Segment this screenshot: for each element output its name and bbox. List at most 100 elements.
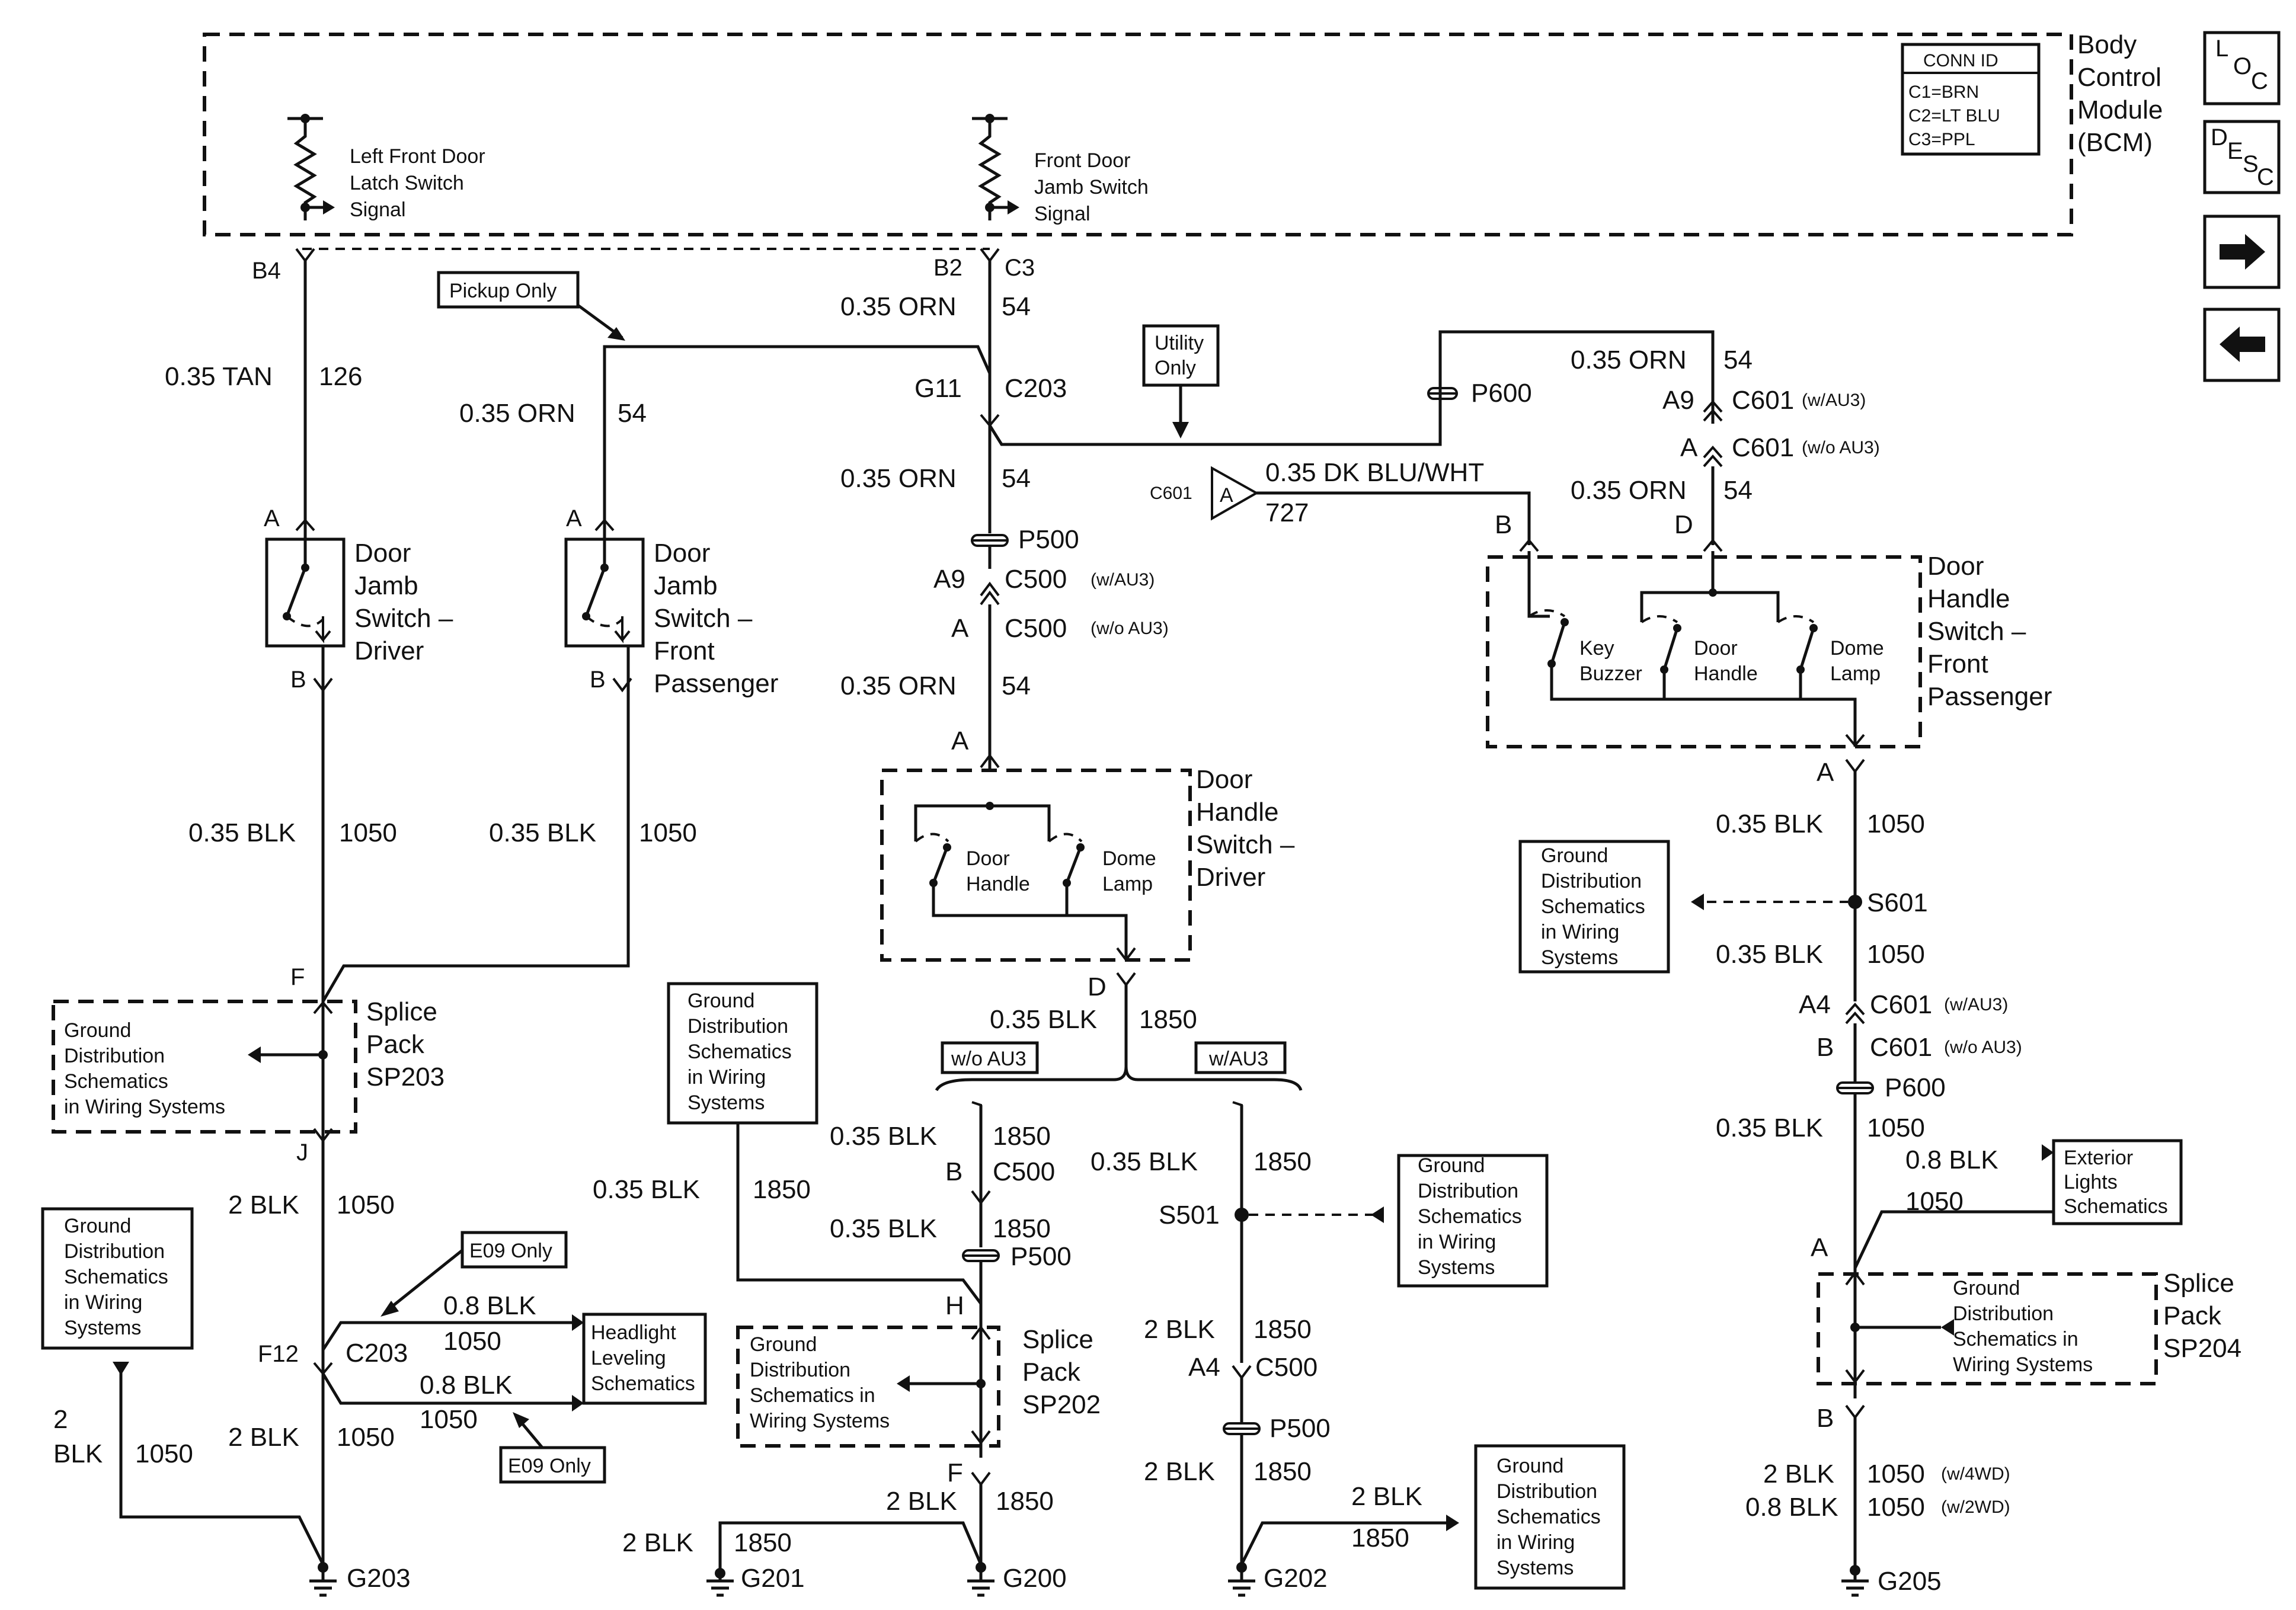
diagram-label: Door [654,539,710,568]
diagram-label: 54 [618,399,647,428]
diagram-label: Jamb [654,571,718,600]
ground-g205: G205 [1841,1565,1942,1597]
diagram-label: S [2243,151,2259,177]
diagram-label: H [945,1291,964,1320]
diagram-label: E09 Only [508,1455,591,1477]
diagram-label: SP202 [1022,1390,1101,1419]
diagram-label: Schematics [687,1041,792,1063]
loc-button[interactable]: L O C [2203,31,2281,105]
diagram-label: Handle [1694,662,1758,685]
headlight-leveling-tag: Headlight Leveling Schematics [582,1313,707,1405]
bcm-title-3: Module [2077,95,2163,124]
utility-only-tag: Utility Only [1142,324,1220,387]
diagram-label: A4 [1799,990,1831,1019]
diagram-label: SP203 [366,1062,445,1092]
pin-b4: B4 [252,258,281,284]
diagram-label: Dome [1830,637,1884,660]
conn-id-row: C1=BRN [1908,82,1979,102]
diagram-label: Pack [1022,1358,1081,1387]
p500-connector: P500 [1223,1414,1331,1443]
diagram-label: (w/AU3) [1944,995,2008,1014]
diagram-label: 2 BLK [1763,1459,1834,1489]
diagram-label: F12 [258,1341,299,1367]
splice-pack-sp203: F Ground Distribution Schematics in Wiri… [52,964,445,1166]
diagram-label: Ground [1541,844,1608,867]
diagram-label: 0.35 BLK [1716,1113,1823,1142]
diagram-label: Pack [366,1030,425,1059]
diagram-label: Wiring Systems [750,1410,890,1432]
diagram-label: Wiring Systems [1953,1353,2093,1376]
diagram-label: Distribution [1541,870,1642,892]
right-circuit: P600 0.35 ORN 54 A9 C601 (w/AU3) A C601 … [1150,330,2241,1597]
diagram-label: Lamp [1830,662,1881,685]
bcm-outline [203,33,2073,236]
diagram-label: 0.35 BLK [489,818,596,847]
diagram-label: Door [966,847,1010,870]
diagram-label: S501 [1159,1201,1220,1230]
diagram-label: Schematics in [750,1384,875,1407]
diagram-label: B [1495,510,1512,539]
diagram-label: 2 BLK [228,1423,299,1452]
diagram-label: in Wiring [64,1291,142,1314]
door-handle-switch-driver: Door Handle Dome Lamp Door Handle Switch… [880,765,1295,962]
diagram-label: 0.35 TAN [165,362,273,391]
diagram-label: 0.35 ORN [1571,345,1687,375]
ground-dist-left: Ground Distribution Schematics in Wiring… [41,1207,194,1350]
diagram-label: 0.35 ORN [459,399,575,428]
diagram-label: Switch – [1927,617,2026,646]
center-circuit: B2 C3 0.35 ORN 54 G11 C203 0.35 ORN 54 U… [593,248,1701,1597]
diagram-label: Ground [1418,1154,1485,1177]
diagram-label: G11 [914,374,962,403]
diagram-label: 0.35 BLK [1716,809,1823,838]
next-button[interactable] [2203,215,2281,289]
driver-jamb-circuit: B4 0.35 TAN 126 A Door Jamb Switch – Dri… [165,248,453,1001]
diagram-label: A9 [933,565,965,594]
diagram-label: P500 [1018,525,1079,554]
diagram-label: 1050 [1867,1459,1925,1489]
diagram-label: C500 [1005,614,1067,643]
g203-circuit: 2 BLK 1050 F12 C203 0.8 BLK 1050 0.8 BLK… [41,1144,707,1597]
ground-g203: G203 [309,1562,411,1597]
diagram-label: 54 [1723,345,1753,375]
diagram-label: C601 [1150,484,1192,503]
diagram-label: Splice [1022,1325,1093,1354]
splice-pack-sp204: Ground Distribution Schematics in Wiring… [1817,1268,2241,1398]
desc-button[interactable]: D E S C [2203,120,2281,194]
diagram-label: 1050 [443,1327,501,1356]
splice-pack-sp202: Ground Distribution Schematics in Wiring… [736,1304,1101,1458]
jamb-signal-label: Jamb Switch [1034,176,1149,199]
nav-buttons: L O C D E S C [2203,31,2281,382]
diagram-label: Passenger [1927,682,2052,711]
prev-button[interactable] [2203,308,2281,382]
diagram-label: 0.35 BLK [1091,1147,1198,1176]
diagram-label: 0.35 BLK [830,1122,937,1151]
ground-g200: G200 [967,1562,1067,1597]
diagram-label: Schematics [64,1070,168,1093]
diagram-label: 1050 [1867,940,1925,969]
p500-connector: P500 [971,525,1079,554]
pickup-only-tag: Pickup Only [437,271,580,309]
diagram-label: Distribution [1418,1180,1518,1202]
ground-dist-g202: Ground Distribution Schematics in Wiring… [1474,1444,1626,1590]
diagram-label: Front [654,636,715,665]
diagram-label: Distribution [750,1359,850,1381]
diagram-label: Buzzer [1579,662,1642,685]
diagram-label: 1850 [993,1214,1051,1243]
diagram-label: Handle [966,873,1030,895]
diagram-label: 1050 [1867,1113,1925,1142]
diagram-label: 1050 [1905,1187,1964,1216]
diagram-label: A9 [1662,386,1694,415]
diagram-label: (w/AU3) [1091,570,1155,590]
diagram-label: C203 [1005,374,1067,403]
p500-connector: P500 [962,1242,1072,1271]
diagram-label: Ground [1496,1455,1563,1477]
diagram-label: 1850 [996,1487,1054,1516]
diagram-label: BLK [53,1439,103,1468]
diagram-label: B2 [933,255,962,281]
diagram-label: A [1811,1233,1828,1262]
diagram-label: F [947,1458,963,1487]
diagram-label: A4 [1188,1353,1220,1382]
diagram-label: (w/AU3) [1802,391,1866,410]
diagram-label: 1050 [337,1423,395,1452]
